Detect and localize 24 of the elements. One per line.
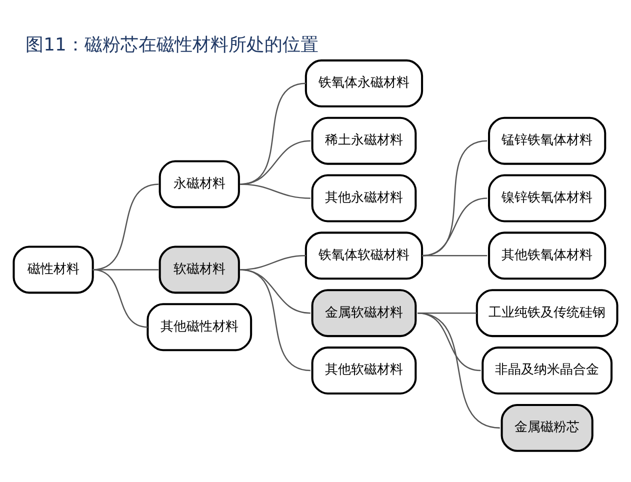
node-box: 工业纯铁及传统硅钢	[476, 289, 618, 338]
node-box: 金属磁粉芯	[500, 404, 594, 452]
node-box: 磁性材料	[12, 246, 94, 294]
node-box: 永磁材料	[158, 160, 240, 208]
node-box: 其他磁性材料	[146, 303, 252, 352]
node-box: 非晶及纳米晶合金	[482, 346, 613, 394]
node-box: 其他永磁材料	[311, 174, 417, 222]
node-box: 镍锌铁氧体材料	[488, 174, 606, 222]
node-box: 金属软磁材料	[311, 289, 417, 338]
connector	[240, 184, 310, 199]
connector	[422, 255, 488, 256]
connector	[417, 312, 500, 429]
connector	[92, 269, 148, 328]
node-box: 其他软磁材料	[311, 346, 417, 394]
node-box: 铁氧体永磁材料	[304, 59, 424, 108]
connector	[422, 198, 488, 256]
connector	[422, 140, 488, 256]
node-box: 锰锌铁氧体材料	[488, 116, 606, 165]
node-box: 软磁材料	[158, 246, 240, 294]
node-box: 稀土永磁材料	[311, 116, 417, 165]
node-box: 其他铁氧体材料	[488, 232, 606, 280]
diagram-title: 图11：磁粉芯在磁性材料所处的位置	[26, 34, 318, 56]
node-box: 铁氧体软磁材料	[304, 232, 424, 280]
connector	[240, 269, 310, 372]
